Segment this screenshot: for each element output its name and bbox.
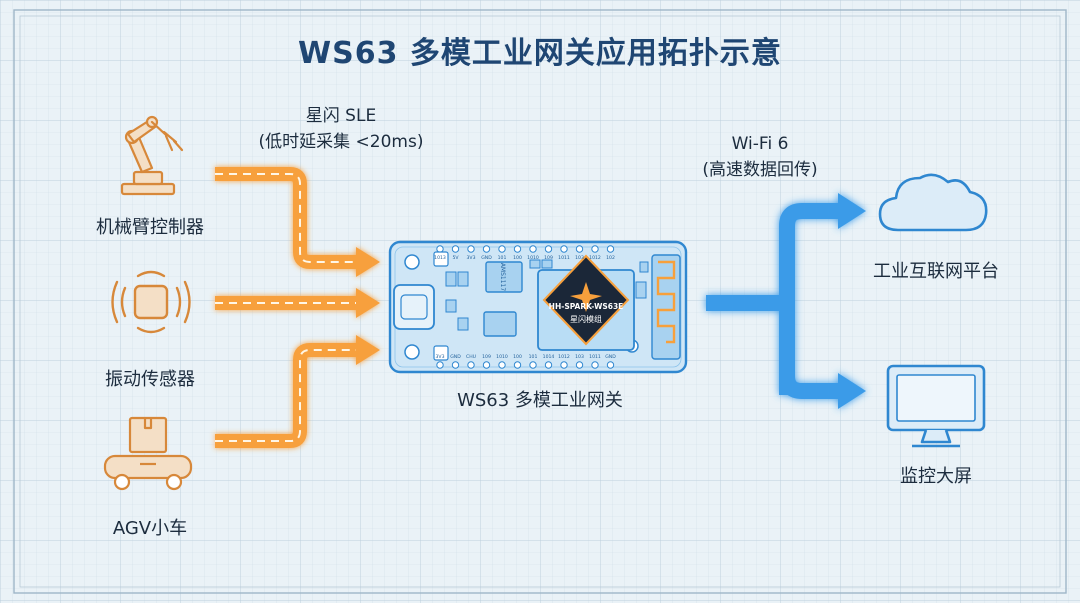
wifi-protocol-label: Wi-Fi 6 (高速数据回传)	[660, 131, 860, 183]
monitor-icon	[886, 364, 986, 448]
gateway-label: WS63 多模工业网关	[457, 390, 623, 411]
pin-label: 101	[498, 255, 507, 261]
pin-label: 103	[575, 255, 584, 261]
robot-arm-icon	[120, 115, 184, 196]
pin-label: 1011	[589, 354, 601, 360]
pin-hole	[544, 361, 553, 369]
flash-chip	[483, 311, 517, 337]
pin-label: GND	[481, 255, 492, 261]
top-pin-row	[436, 245, 615, 253]
pin-label: 101	[529, 354, 538, 360]
sle-arrow-sensor	[215, 288, 380, 318]
sle-link-arrows	[215, 167, 380, 448]
device-label-sensor: 振动传感器	[105, 369, 195, 390]
device-label-agv: AGV小车	[112, 518, 188, 539]
pin-label: GND	[605, 354, 616, 360]
pin-hole	[560, 361, 568, 369]
pin-hole	[544, 245, 553, 253]
pin-hole	[467, 361, 475, 369]
svg-text:星闪模组: 星闪模组	[570, 314, 602, 324]
reset-button	[433, 251, 449, 267]
pin-hole	[513, 245, 522, 253]
agv-cart-icon	[103, 416, 193, 491]
pin-label: 5V	[452, 255, 459, 261]
antenna	[651, 254, 681, 360]
pin-label: GND	[450, 354, 461, 360]
pin-hole	[482, 245, 491, 253]
sle-arrow-agv	[215, 335, 380, 448]
vibration-sensor-icon	[111, 270, 191, 334]
antenna-trace	[656, 260, 676, 344]
sle-protocol-desc: (低时延采集 <20ms)	[258, 132, 424, 152]
pin-hole	[529, 245, 537, 253]
pin-hole	[498, 245, 506, 253]
device-label-robot: 机械臂控制器	[96, 217, 204, 238]
device-label-platform: 工业互联网平台	[873, 261, 999, 282]
pin-label: 109	[544, 255, 553, 261]
pin-label: 109	[482, 354, 491, 360]
sle-protocol-label: 星闪 SLE (低时延采集 <20ms)	[236, 103, 446, 155]
pin-hole	[451, 245, 460, 253]
svg-text:AMS1117: AMS1117	[499, 263, 506, 292]
wifi-link-arrows	[706, 193, 866, 409]
diagram-title: WS63 多模工业网关应用拓扑示意	[298, 36, 782, 71]
mount-hole	[404, 344, 420, 360]
pin-label: 1012	[558, 354, 570, 360]
voltage-regulator	[485, 261, 523, 293]
svg-text:HH-SPARK-WS63E: HH-SPARK-WS63E	[549, 302, 624, 311]
pin-label: 1012	[589, 255, 601, 261]
pin-label: 1013	[434, 255, 446, 261]
pin-label: CHU	[466, 354, 476, 360]
sle-arrow-robot	[215, 167, 380, 277]
cloud-icon	[878, 173, 988, 232]
star-logo-icon	[570, 282, 602, 312]
pin-hole	[560, 245, 568, 253]
device-label-monitor: 监控大屏	[900, 466, 972, 487]
pin-hole	[529, 361, 537, 369]
wifi-arrowhead-monitor	[838, 373, 866, 409]
pin-hole	[606, 361, 615, 369]
pin-label: 3V3	[436, 354, 445, 360]
bottom-pin-row	[436, 361, 615, 369]
pin-hole	[591, 361, 599, 369]
pin-hole	[513, 361, 522, 369]
pin-hole	[482, 361, 491, 369]
pin-hole	[451, 361, 460, 369]
usb-c-port	[393, 284, 435, 330]
pin-label: 3V3	[467, 255, 476, 261]
boot-button	[433, 345, 449, 361]
pin-hole	[498, 361, 506, 369]
mount-hole	[404, 254, 420, 270]
pin-hole	[591, 245, 599, 253]
wifi-protocol-name: Wi-Fi 6	[731, 134, 789, 154]
wifi-arrowhead-cloud	[838, 193, 866, 229]
pin-hole	[467, 245, 475, 253]
pin-hole	[436, 245, 444, 253]
wifi-protocol-desc: (高速数据回传)	[702, 160, 818, 180]
pin-hole	[575, 245, 584, 253]
pin-label: 103	[575, 354, 584, 360]
spark-module: HH-SPARK-WS63E 星闪模组	[537, 254, 635, 351]
pin-hole	[575, 361, 584, 369]
top-pin-labels: 1013 5V 3V3 GND 101 100 1010 109 1011 103 1012 102	[434, 255, 615, 261]
sle-protocol-name: 星闪 SLE	[305, 106, 377, 126]
pin-label: 102	[606, 255, 615, 261]
pin-label: 100	[513, 255, 522, 261]
pin-label: 1010	[496, 354, 508, 360]
pin-label: 1011	[558, 255, 570, 261]
pin-label: 1010	[527, 255, 539, 261]
pin-label: 100	[513, 354, 522, 360]
pin-hole	[436, 361, 444, 369]
pin-hole	[606, 245, 615, 253]
pin-label: 1014	[543, 354, 555, 360]
